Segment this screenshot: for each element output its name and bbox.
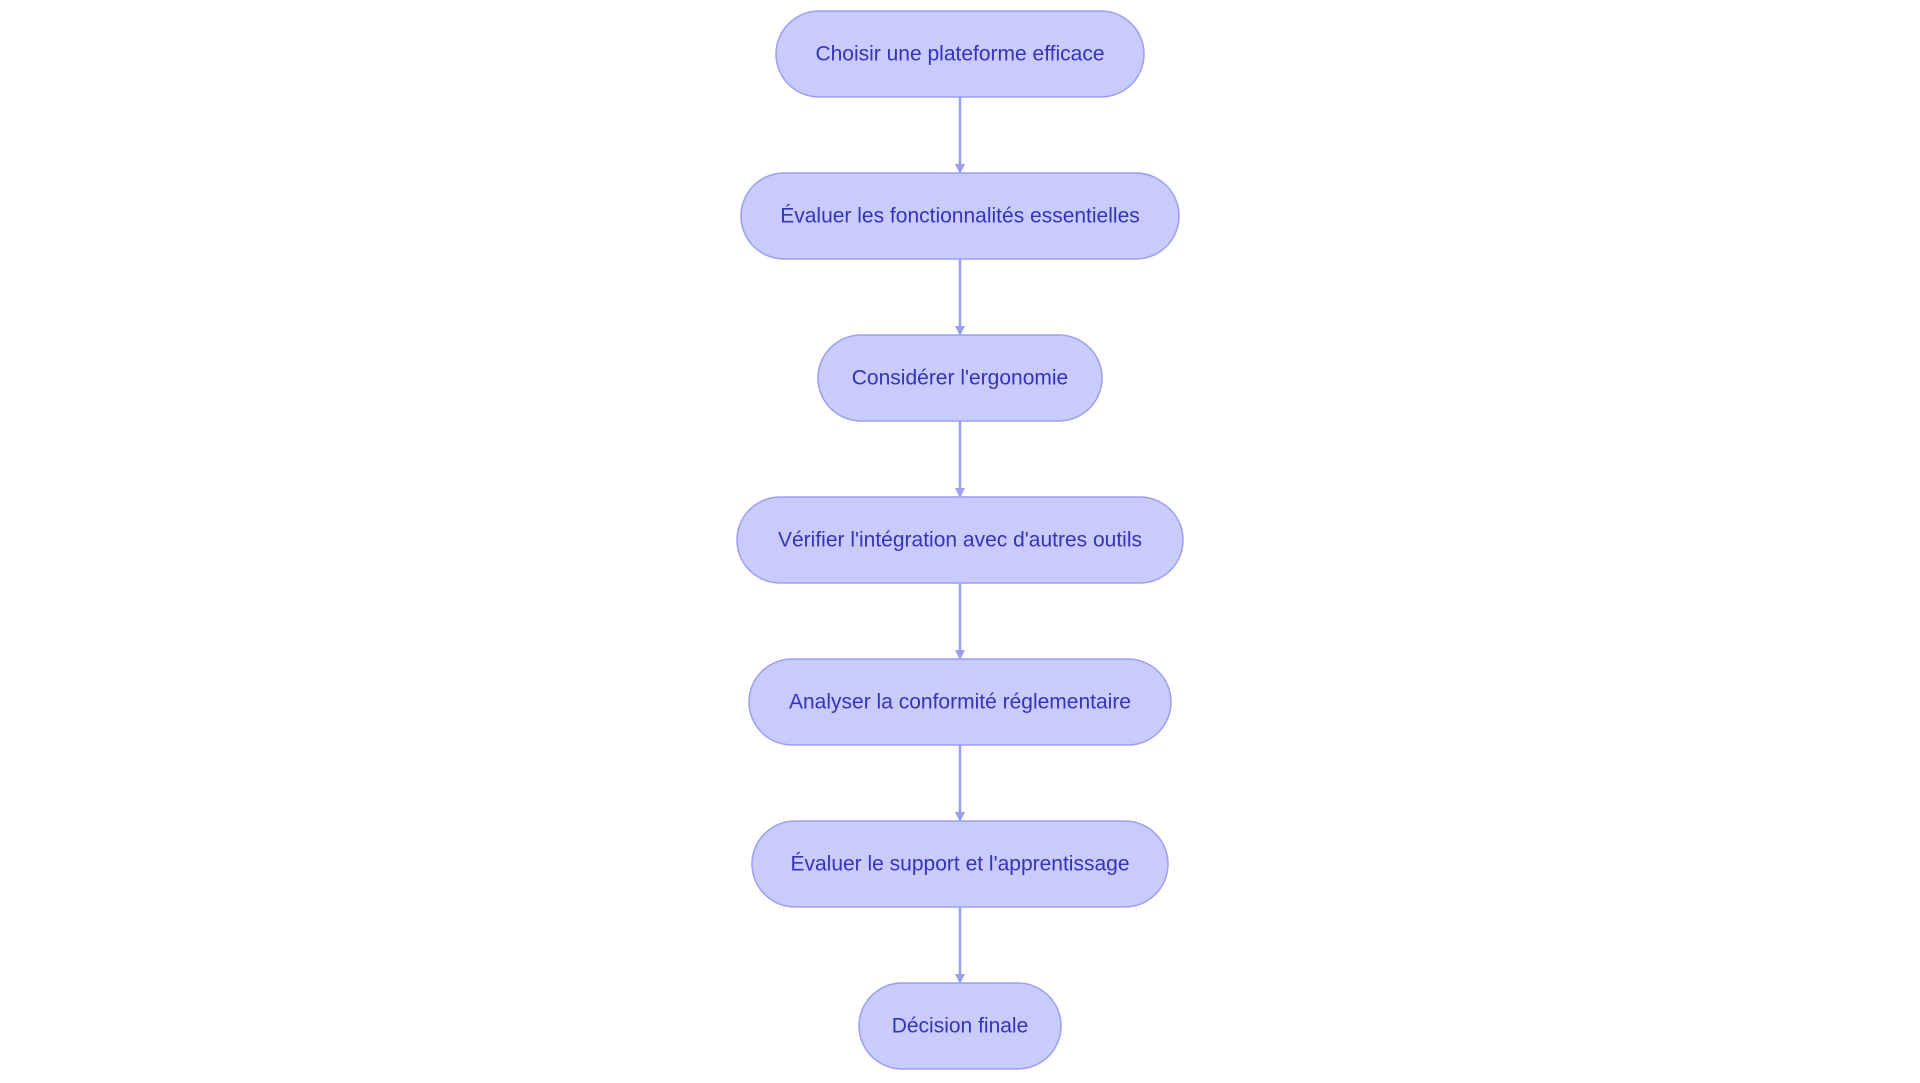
flow-node-label: Décision finale [892,1015,1029,1038]
flow-node: Choisir une plateforme efficace [775,10,1145,98]
flow-node: Décision finale [858,982,1062,1070]
flow-node-shape [817,334,1103,422]
flow-node-label: Vérifier l'intégration avec d'autres out… [778,529,1142,552]
flow-node-shape [736,496,1184,584]
flow-node: Évaluer le support et l'apprentissage [751,820,1169,908]
flow-node-label: Évaluer les fonctionnalités essentielles [780,205,1140,228]
flow-node: Évaluer les fonctionnalités essentielles [740,172,1180,260]
flow-node: Vérifier l'intégration avec d'autres out… [736,496,1184,584]
flow-node-label: Considérer l'ergonomie [852,367,1068,390]
flow-node-label: Évaluer le support et l'apprentissage [790,853,1129,876]
flow-node-label: Analyser la conformité réglementaire [789,691,1131,714]
flow-node-shape [748,658,1172,746]
flow-node-shape [740,172,1180,260]
flow-node: Analyser la conformité réglementaire [748,658,1172,746]
flow-node-shape [775,10,1145,98]
flow-node-label: Choisir une plateforme efficace [815,43,1104,66]
flow-node: Considérer l'ergonomie [817,334,1103,422]
flow-node-shape [751,820,1169,908]
flow-node-shape [858,982,1062,1070]
